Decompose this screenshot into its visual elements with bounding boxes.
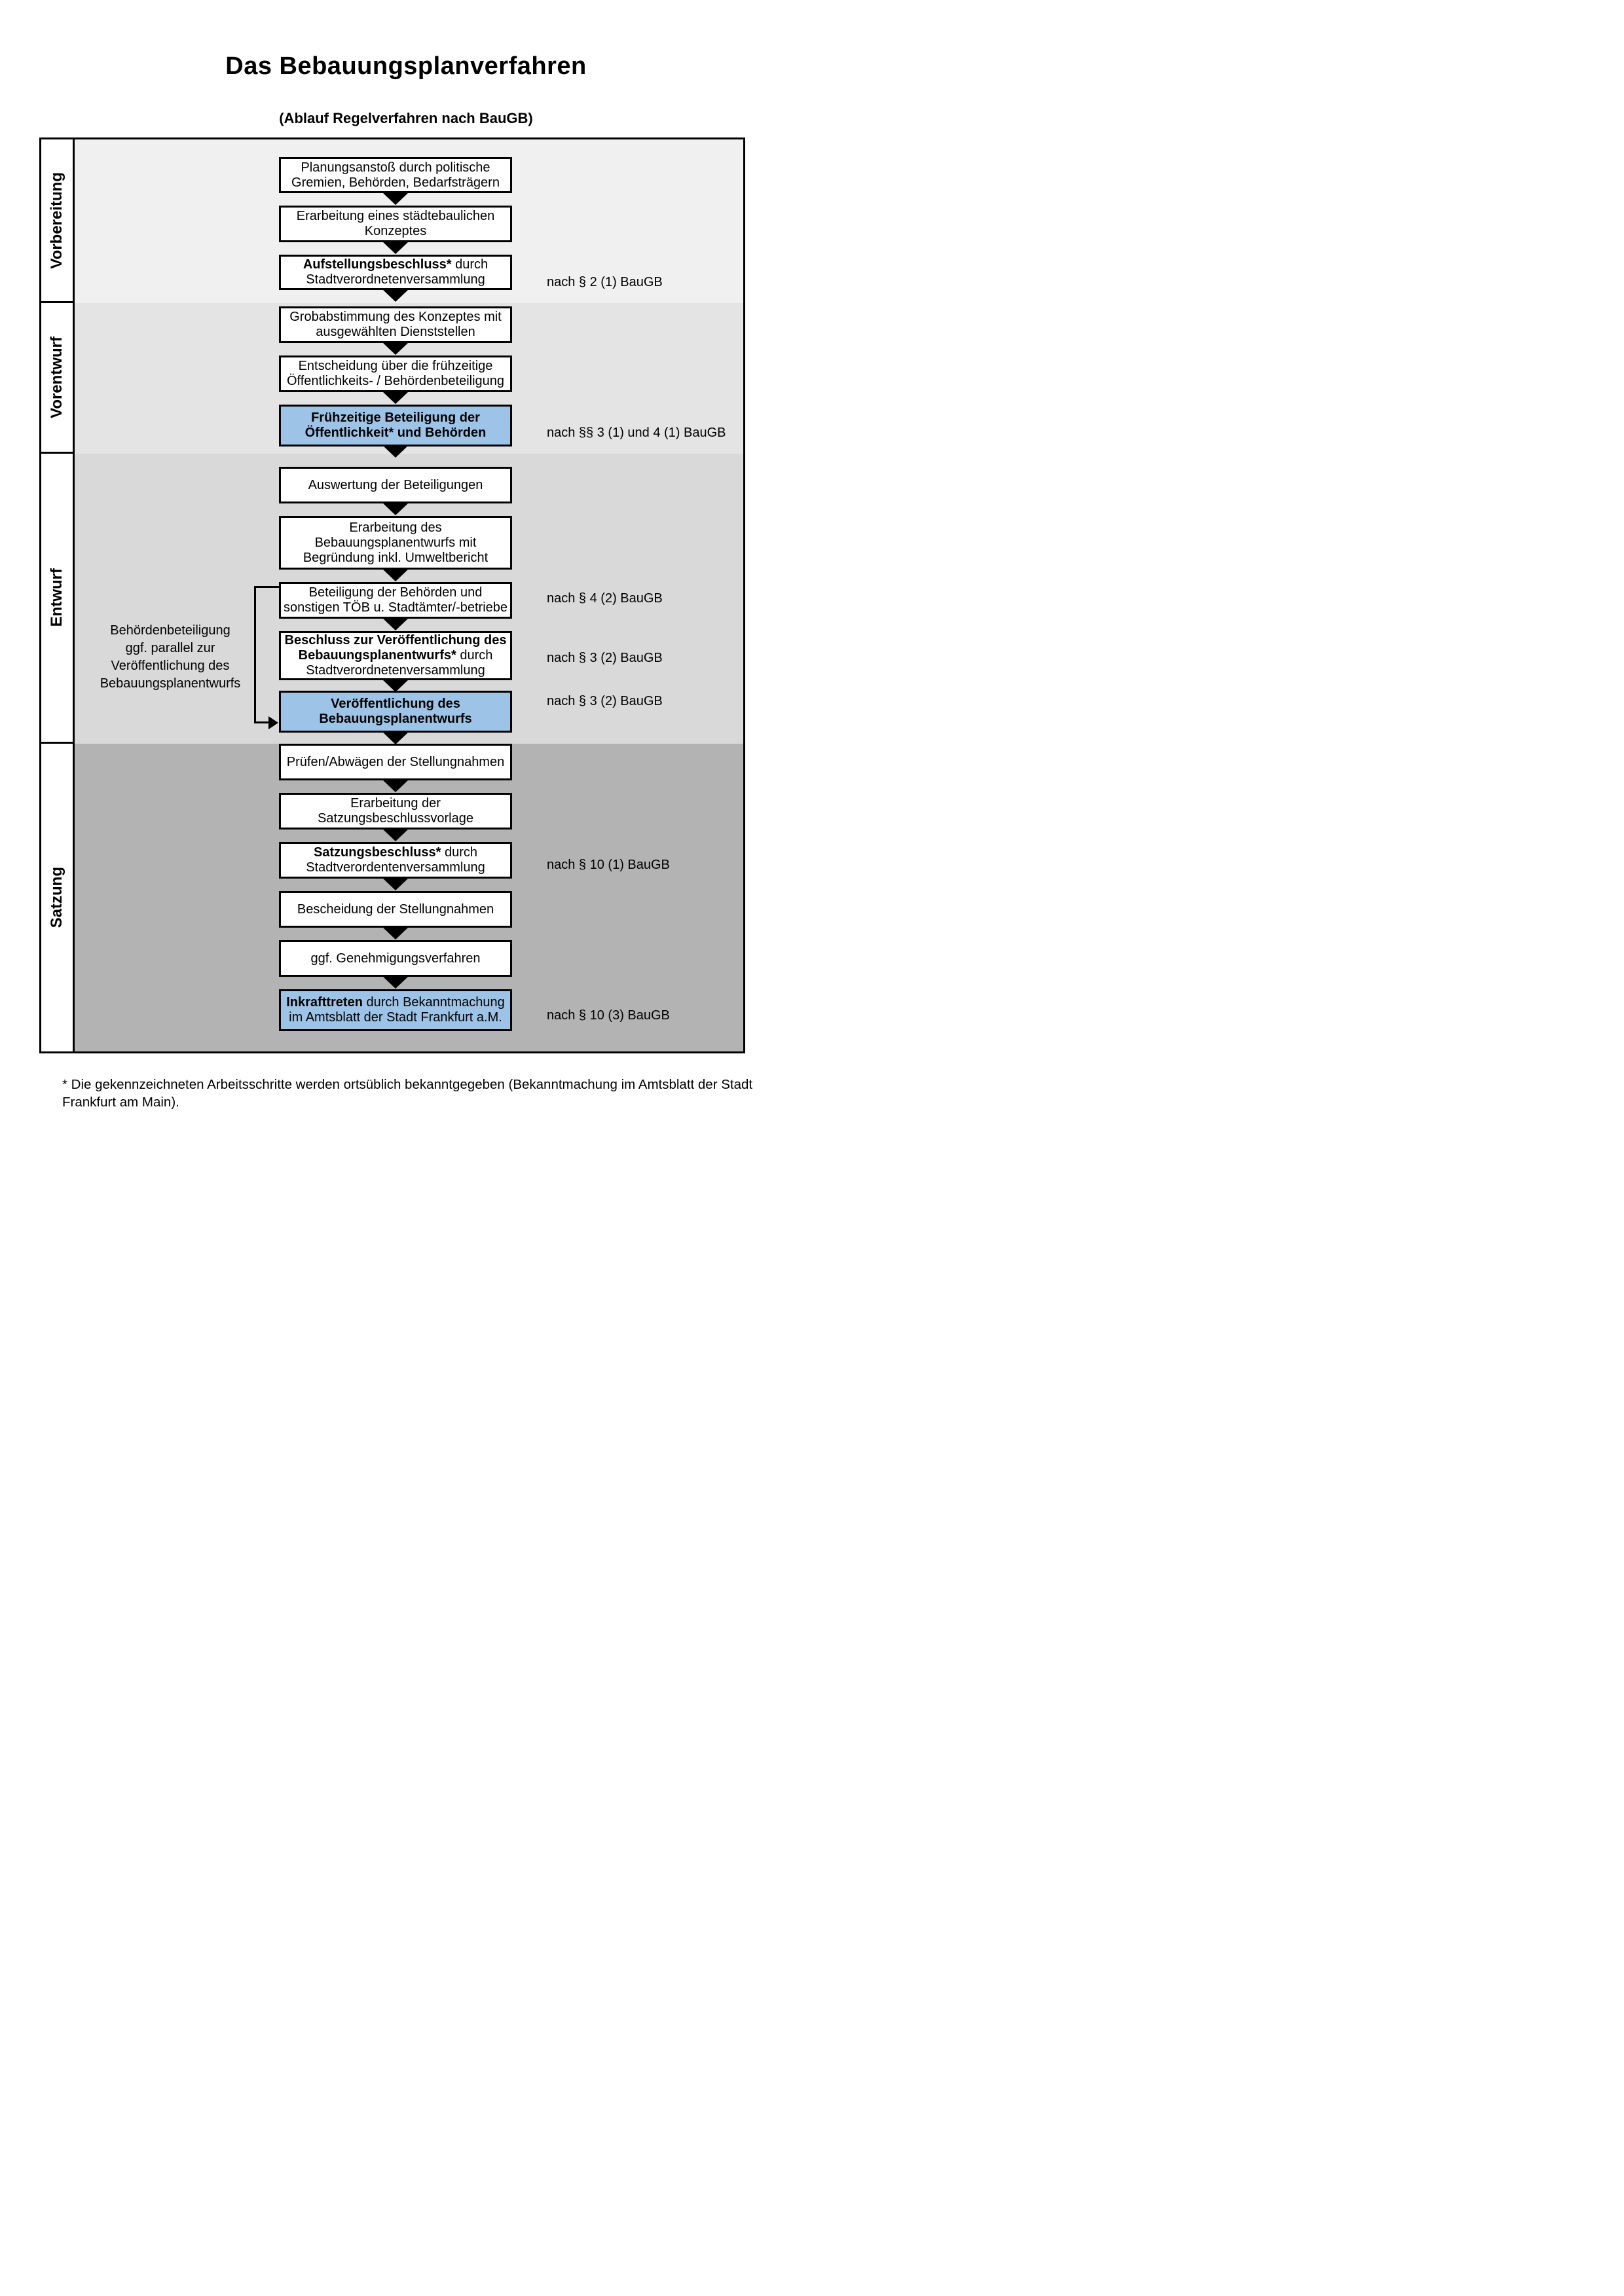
arrow-down-icon: [382, 732, 409, 744]
legal-ref: nach §§ 3 (1) und 4 (1) BauGB: [547, 426, 726, 440]
phase-cell-satzung: Satzung: [41, 744, 75, 1051]
phase-cell-entwurf: Entwurf: [41, 454, 75, 744]
arrow-down-icon: [382, 829, 409, 841]
arrow-right-icon: [268, 716, 278, 729]
side-note-line: Veröffentlichung des: [111, 659, 230, 673]
arrow-down-icon: [382, 445, 409, 458]
arrow-down-icon: [382, 342, 409, 355]
flow-box-bescheidung: Bescheidung der Stellungnahmen: [279, 891, 512, 928]
arrow-down-icon: [382, 242, 409, 254]
legal-ref: nach § 3 (2) BauGB: [547, 694, 663, 708]
bracket-line-top: [254, 586, 280, 588]
arrow-down-icon: [382, 503, 409, 515]
side-note-line: ggf. parallel zur: [125, 641, 215, 655]
flow-box-auswertung: Auswertung der Beteiligungen: [279, 467, 512, 503]
legal-ref: nach § 10 (1) BauGB: [547, 858, 670, 872]
phase-cell-vorentwurf: Vorentwurf: [41, 303, 75, 454]
side-note: Behördenbeteiligung ggf. parallel zur Ve…: [85, 622, 255, 693]
page-subtitle: (Ablauf Regelverfahren nach BauGB): [279, 110, 533, 126]
legal-ref: nach § 4 (2) BauGB: [547, 591, 663, 606]
arrow-down-icon: [382, 976, 409, 989]
page-title: Das Bebauungsplanverfahren: [225, 52, 587, 80]
bracket-line-vertical: [254, 586, 256, 723]
arrow-down-icon: [382, 192, 409, 205]
arrow-down-icon: [382, 618, 409, 630]
arrow-down-icon: [382, 878, 409, 890]
process-frame: [39, 137, 745, 1053]
flow-box-pruefen-abwaegen: Prüfen/Abwägen der Stellungnahmen: [279, 744, 512, 780]
side-note-line: Bebauungsplanentwurfs: [100, 676, 241, 691]
phase-cell-vorbereitung: Vorbereitung: [41, 139, 75, 303]
arrow-down-icon: [382, 780, 409, 792]
legal-ref: nach § 3 (2) BauGB: [547, 651, 663, 665]
side-note-line: Behördenbeteiligung: [110, 623, 231, 638]
flowchart-page: Das Bebauungsplanverfahren (Ablauf Regel…: [0, 0, 812, 1148]
arrow-down-icon: [382, 289, 409, 302]
footnote: * Die gekennzeichneten Arbeitsschritte w…: [62, 1077, 753, 1110]
legal-ref: nach § 2 (1) BauGB: [547, 275, 663, 289]
legal-ref: nach § 10 (3) BauGB: [547, 1008, 670, 1023]
arrow-down-icon: [382, 680, 409, 692]
arrow-down-icon: [382, 569, 409, 581]
bracket-line-bottom: [254, 721, 271, 723]
flow-box-genehmigungsverfahren: ggf. Genehmigungsverfahren: [279, 940, 512, 977]
arrow-down-icon: [382, 927, 409, 939]
arrow-down-icon: [382, 392, 409, 404]
